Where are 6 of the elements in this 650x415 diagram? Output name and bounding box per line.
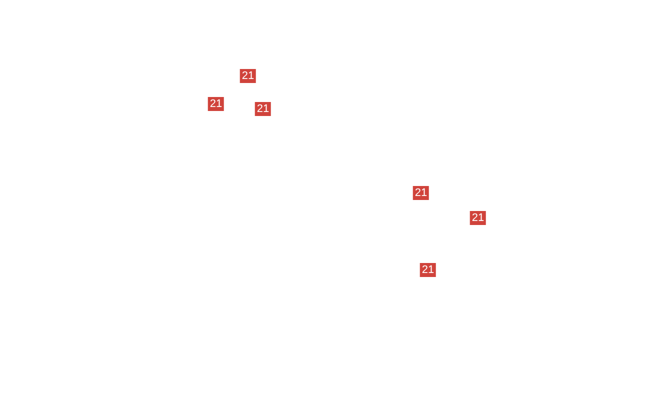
route-marker: 21: [240, 69, 256, 83]
route-marker: 21: [254, 102, 272, 116]
route-marker: 21: [208, 97, 224, 111]
route-marker: 21: [412, 186, 430, 200]
route-marker: 21: [470, 211, 486, 225]
route-marker: 21: [420, 263, 436, 277]
